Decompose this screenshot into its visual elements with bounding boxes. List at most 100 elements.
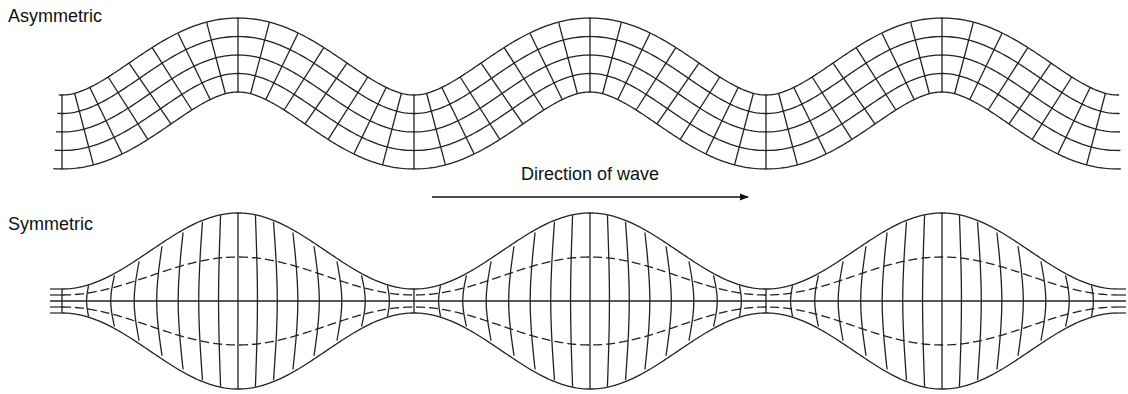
- cross-section-line: [589, 213, 590, 389]
- cross-section-line: [460, 77, 500, 139]
- cross-section-line: [90, 87, 122, 154]
- cross-section-line: [1091, 285, 1093, 316]
- cross-section-line: [551, 222, 555, 380]
- cross-section-line: [626, 222, 630, 380]
- direction-arrow: [432, 196, 748, 198]
- cross-section-line: [997, 233, 1002, 370]
- symmetric-mode-plate: [50, 213, 1126, 389]
- cross-section-line: [314, 246, 319, 355]
- cross-section-line: [530, 233, 535, 370]
- cross-section-line: [530, 33, 562, 100]
- cross-section-line: [305, 63, 347, 124]
- cross-section-line: [266, 33, 298, 100]
- mode-label: Symmetric: [8, 214, 93, 236]
- cross-section-line: [571, 215, 573, 387]
- cross-section-line: [589, 18, 590, 92]
- cross-section-line: [274, 222, 278, 380]
- cross-section-line: [1087, 93, 1106, 165]
- plate-edge-tick: [1116, 294, 1126, 295]
- cross-section-line: [354, 87, 386, 154]
- cross-section-line: [1032, 77, 1072, 139]
- cross-section-line: [911, 22, 930, 94]
- cross-section-line: [134, 261, 139, 340]
- cross-section-line: [251, 22, 270, 94]
- plate-edge-tick: [1116, 312, 1126, 313]
- cross-section-line: [765, 289, 766, 313]
- cross-section-line: [689, 261, 694, 340]
- plate-layer-line: [57, 37, 1119, 114]
- cross-section-line: [463, 275, 467, 326]
- cross-section-line: [607, 215, 609, 387]
- cross-section-line: [856, 48, 896, 110]
- cross-section-line: [791, 285, 793, 316]
- cross-section-line: [739, 285, 741, 316]
- cross-section-line: [559, 22, 578, 94]
- plate-layer-line: [62, 307, 1116, 345]
- cross-section-line: [714, 275, 718, 326]
- cross-section-line: [237, 213, 238, 389]
- cross-section-line: [111, 275, 115, 326]
- arrow-label: Direction of wave: [521, 164, 659, 186]
- cross-section-line: [645, 233, 650, 370]
- cross-section-line: [75, 93, 94, 165]
- cross-section-line: [882, 33, 914, 100]
- cross-section-line: [815, 275, 819, 326]
- cross-section-line: [978, 222, 982, 380]
- cross-section-line: [328, 77, 368, 139]
- cross-section-line: [255, 215, 257, 387]
- cross-section-line: [903, 222, 907, 380]
- cross-section-line: [237, 18, 238, 92]
- cross-section-line: [1066, 275, 1070, 326]
- cross-section-line: [413, 289, 414, 313]
- mid-plane-line: [50, 300, 1126, 301]
- cross-section-line: [362, 275, 366, 326]
- mode-label: Asymmetric: [8, 6, 102, 28]
- plate-edge-tick: [50, 288, 62, 289]
- cross-section-line: [794, 87, 826, 154]
- cross-section-line: [152, 48, 192, 110]
- cross-section-line: [680, 77, 720, 139]
- cross-section-line: [1058, 87, 1090, 154]
- cross-section-line: [941, 213, 942, 389]
- cross-section-line: [439, 285, 441, 316]
- cross-section-line: [504, 48, 544, 110]
- cross-section-line: [636, 48, 676, 110]
- cross-section-line: [383, 93, 402, 165]
- cross-section-line: [666, 246, 671, 355]
- cross-section-line: [442, 87, 474, 154]
- plate-edge-tick: [50, 294, 62, 295]
- cross-section-line: [284, 48, 324, 110]
- cross-section-line: [337, 261, 342, 340]
- plate-edge-tick: [1116, 288, 1126, 289]
- plate-edge-tick: [50, 306, 62, 307]
- cross-section-line: [157, 246, 162, 355]
- cross-section-line: [481, 63, 523, 124]
- cross-section-line: [882, 233, 887, 370]
- cross-section-line: [833, 63, 875, 124]
- plate-layer-line: [62, 257, 1116, 295]
- cross-section-line: [427, 93, 446, 165]
- cross-section-line: [603, 22, 622, 94]
- cross-section-line: [941, 18, 942, 92]
- plate-layer-line: [56, 55, 1120, 132]
- cross-section-line: [923, 215, 925, 387]
- cross-section-line: [779, 93, 798, 165]
- cross-section-line: [1009, 63, 1051, 124]
- cross-section-line: [1041, 261, 1046, 340]
- cross-section-line: [129, 63, 171, 124]
- asymmetric-mode-plate: [53, 18, 1121, 169]
- cross-section-line: [509, 246, 514, 355]
- cross-section-line: [706, 87, 738, 154]
- cross-section-line: [293, 233, 298, 370]
- cross-section-line: [765, 95, 766, 169]
- plate-edge-tick: [1116, 306, 1126, 307]
- cross-section-line: [970, 33, 1002, 100]
- cross-section-line: [618, 33, 650, 100]
- cross-section-line: [219, 215, 221, 387]
- cross-section-line: [955, 22, 974, 94]
- cross-section-line: [413, 95, 414, 169]
- cross-section-line: [61, 95, 62, 169]
- cross-section-line: [199, 222, 203, 380]
